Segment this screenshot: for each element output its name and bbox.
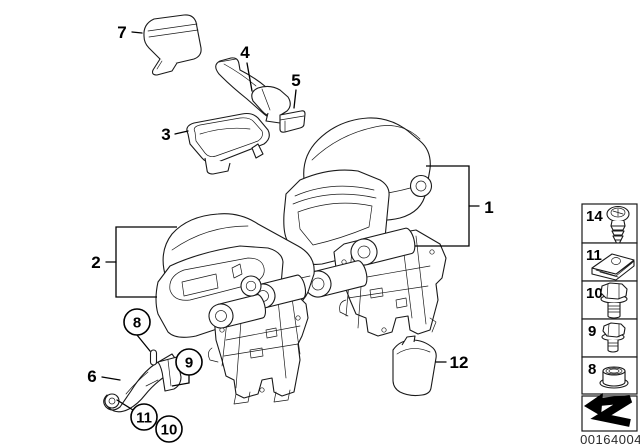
callout-7[interactable]: 7 <box>117 23 143 42</box>
callout-10[interactable]: 10 <box>155 415 183 443</box>
callout-2-label[interactable]: 2 <box>91 253 100 272</box>
callout-10-circle <box>155 415 183 443</box>
legend-row-10[interactable]: 10 <box>581 280 638 320</box>
assembly-1-armrest-drawing <box>283 117 447 337</box>
callout-6-label[interactable]: 6 <box>87 367 96 386</box>
legend-row-9[interactable]: 9 <box>581 318 638 358</box>
part-7-cover-drawing <box>143 14 202 76</box>
callout-9-label[interactable]: 9 <box>185 355 193 372</box>
callout-1[interactable]: 1 <box>415 165 494 247</box>
legend-nav-box[interactable] <box>581 393 638 432</box>
callout-6-leader <box>101 376 121 381</box>
callout-4[interactable]: 4 <box>240 43 253 92</box>
callout-9[interactable]: 9 <box>171 348 203 387</box>
callout-4-leader <box>246 62 253 92</box>
callout-5-label[interactable]: 5 <box>291 71 300 90</box>
callout-3[interactable]: 3 <box>161 125 189 144</box>
part-12-trim-cover-drawing <box>392 335 437 397</box>
callout-6[interactable]: 6 <box>87 367 121 386</box>
callout-7-label[interactable]: 7 <box>117 23 126 42</box>
flanged-hex-bolt-icon <box>600 282 628 319</box>
callout-1-label[interactable]: 1 <box>484 198 493 217</box>
assembly-2-hinge-ring <box>240 275 262 297</box>
callout-8-leader <box>136 334 151 352</box>
legend-label-10: 10 <box>586 285 603 302</box>
callout-9-circle <box>175 348 203 376</box>
callout-11-leader <box>116 399 134 411</box>
part-4-pivot-arm-drawing <box>215 57 291 124</box>
callout-9-leader <box>171 375 190 387</box>
part-3-tray-drawing <box>186 112 270 175</box>
legend-label-9: 9 <box>588 323 596 340</box>
cross-reference-arrow-icon <box>584 393 633 427</box>
assembly-2-armrest-drawing <box>155 213 315 405</box>
callout-12[interactable]: 12 <box>435 353 469 372</box>
callout-8-label[interactable]: 8 <box>133 315 141 332</box>
callout-11-label[interactable]: 11 <box>136 410 152 427</box>
callout-2[interactable]: 2 <box>91 226 177 298</box>
callout-3-label[interactable]: 3 <box>161 125 170 144</box>
callout-11-circle <box>130 403 158 431</box>
legend-row-11[interactable]: 11 <box>581 242 638 282</box>
callout-12-label[interactable]: 12 <box>450 353 469 372</box>
callout-10-label[interactable]: 10 <box>161 422 178 439</box>
callout-11[interactable]: 11 <box>116 399 158 431</box>
callout-5[interactable]: 5 <box>291 71 301 109</box>
legend-label-14: 14 <box>586 208 603 225</box>
hex-head-screw-icon <box>601 322 626 353</box>
callout-4-label[interactable]: 4 <box>240 43 250 62</box>
legend-label-8: 8 <box>588 361 596 378</box>
callout-5-leader <box>293 89 297 109</box>
callout-7-leader <box>131 31 143 34</box>
assembly-2-hinge-barrels <box>208 274 307 329</box>
drawing-number: 00164004 <box>580 432 640 447</box>
sheet-metal-clip-nut-icon <box>591 253 635 281</box>
flanged-hex-nut-icon <box>599 366 629 389</box>
part-6-bracket-drawing <box>103 349 182 413</box>
assembly-1-hinge-barrels <box>304 227 416 298</box>
legend-label-11: 11 <box>586 247 602 264</box>
callout-3-leader <box>174 130 189 135</box>
legend-row-14[interactable]: 14 <box>581 203 638 247</box>
callout-8-circle <box>123 308 151 336</box>
callout-8[interactable]: 8 <box>123 308 151 352</box>
part-5-insert-drawing <box>279 110 306 133</box>
legend-row-8[interactable]: 8 <box>581 356 638 395</box>
